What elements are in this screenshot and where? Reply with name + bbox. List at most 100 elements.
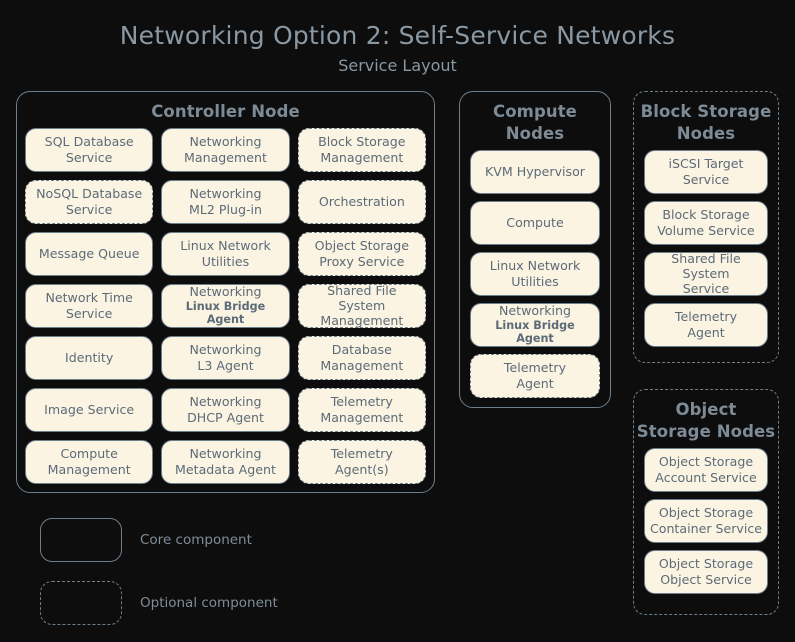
service-box-line2: Object Service xyxy=(660,571,752,587)
service-box[interactable]: Identity xyxy=(25,335,154,380)
service-box-line1: Networking xyxy=(189,284,262,300)
service-box-line1: Telemetry xyxy=(330,394,393,410)
service-box-line1: Network Time xyxy=(45,290,133,306)
service-box-line2: Utilities xyxy=(511,273,559,289)
service-box[interactable]: Message Queue xyxy=(25,231,154,276)
service-box-line1: Image Service xyxy=(44,402,135,418)
service-box-line2: Service xyxy=(682,281,730,297)
service-box[interactable]: KVM Hypervisor xyxy=(470,149,600,194)
service-box-line2: Management xyxy=(320,149,404,165)
service-box-line1: Telemetry xyxy=(330,446,393,462)
service-box-line1: Object Storage xyxy=(658,556,754,572)
service-box-line1: Shared File System xyxy=(327,282,397,314)
service-box-line1: NoSQL Database xyxy=(36,186,143,202)
service-box-line1: KVM Hypervisor xyxy=(485,163,585,179)
service-box-line1: Object Storage xyxy=(658,454,754,470)
service-box-line1: Shared File System xyxy=(671,250,741,281)
group-title-line: Compute xyxy=(493,102,577,121)
service-box[interactable]: Image Service xyxy=(25,387,154,432)
service-box-line2: Linux Bridge Agent xyxy=(495,318,575,346)
service-box-line1: Database xyxy=(331,342,392,358)
service-box-line2: Container Service xyxy=(649,520,763,536)
service-box-line2: DHCP Agent xyxy=(187,409,264,425)
service-box-line2: ML2 Plug-in xyxy=(188,201,262,217)
service-box-line1: Linux Network xyxy=(180,238,271,254)
service-box-line2: Management xyxy=(320,313,404,329)
service-box-line2: Proxy Service xyxy=(319,253,405,269)
service-box-line1: Networking xyxy=(189,134,262,150)
service-box-line1: Object Storage xyxy=(314,238,409,254)
service-box-line1: Networking xyxy=(498,303,572,319)
group-title-line: Nodes xyxy=(676,123,736,143)
service-box-line1: Telemetry xyxy=(674,309,738,325)
group-title-controller-node: Controller Node xyxy=(151,102,300,121)
service-box-line2: Service xyxy=(682,171,730,187)
legend-swatch-optional xyxy=(40,581,122,625)
service-box-line1: Orchestration xyxy=(318,194,405,210)
service-box-line1: Networking xyxy=(189,446,262,462)
legend-item-optional: Optional component xyxy=(40,581,278,625)
service-box-line2: Utilities xyxy=(201,253,250,269)
service-box-line2: Agent(s) xyxy=(334,461,389,477)
title-block: Networking Option 2: Self-Service Networ… xyxy=(0,0,795,74)
service-box[interactable]: Orchestration xyxy=(297,179,426,224)
service-box-line2: Service xyxy=(65,305,113,321)
page-subtitle: Service Layout xyxy=(338,55,457,75)
service-box[interactable]: Compute xyxy=(470,200,600,245)
legend-label-core: Core component xyxy=(140,532,252,548)
service-box-line2: Metadata Agent xyxy=(175,461,276,477)
service-box-line2: Agent xyxy=(516,375,554,391)
service-box-line1: Message Queue xyxy=(38,246,140,262)
service-box-line1: Networking xyxy=(189,394,262,410)
service-box-line2: Service xyxy=(65,201,113,217)
service-box-line1: Linux Network xyxy=(489,258,581,274)
service-box-line2: Volume Service xyxy=(657,222,755,238)
group-title-line: Storage Nodes xyxy=(636,421,776,441)
service-box-line1: Block Storage xyxy=(662,207,750,223)
service-box-line1: Compute xyxy=(60,446,118,462)
service-box-line1: Networking xyxy=(189,342,262,358)
service-box-line2: Agent xyxy=(687,324,725,340)
service-box-line1: Block Storage xyxy=(318,134,406,150)
group-title-line: Object xyxy=(675,400,737,419)
service-box-line1: Compute xyxy=(506,214,564,230)
service-box-line1: SQL Database xyxy=(44,134,134,150)
